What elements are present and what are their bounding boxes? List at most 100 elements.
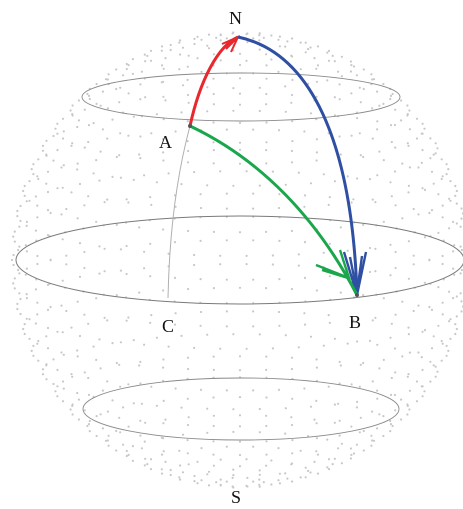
surface-dot xyxy=(445,354,448,357)
surface-dot xyxy=(186,423,190,427)
surface-dot xyxy=(277,70,280,73)
surface-dot xyxy=(378,413,381,416)
surface-dot xyxy=(252,325,255,328)
surface-dot xyxy=(407,326,410,329)
surface-dot xyxy=(173,276,177,279)
surface-dot xyxy=(394,266,397,270)
surface-dot xyxy=(196,35,199,38)
surface-dot xyxy=(333,421,336,424)
surface-dot xyxy=(95,220,98,223)
surface-dot xyxy=(162,151,165,154)
surface-dot xyxy=(440,359,443,362)
surface-dot xyxy=(46,209,50,212)
surface-dot xyxy=(376,128,379,131)
surface-dot xyxy=(315,80,318,83)
surface-dot xyxy=(407,240,410,243)
surface-dot xyxy=(106,107,109,110)
surface-dot xyxy=(88,97,91,101)
surface-dot xyxy=(258,34,261,37)
surface-dot xyxy=(394,146,397,149)
surface-dot xyxy=(401,355,404,358)
surface-dot xyxy=(291,78,294,81)
surface-dot xyxy=(290,423,294,427)
surface-dot xyxy=(187,367,190,371)
surface-dot xyxy=(200,479,203,482)
surface-dot xyxy=(186,120,189,123)
surface-dot xyxy=(238,141,242,144)
surface-dot xyxy=(304,466,307,469)
surface-dot xyxy=(421,122,424,125)
surface-dot xyxy=(299,476,302,479)
surface-dot xyxy=(322,251,325,254)
surface-dot xyxy=(167,252,170,255)
surface-dot xyxy=(265,162,268,165)
surface-dot xyxy=(441,175,444,178)
surface-dot xyxy=(77,119,80,122)
surface-dot xyxy=(212,149,215,152)
surface-dot xyxy=(106,410,109,413)
surface-dot xyxy=(359,154,362,157)
surface-dot xyxy=(98,338,101,341)
surface-dot xyxy=(390,140,393,144)
surface-dot xyxy=(278,35,281,38)
surface-dot xyxy=(146,54,149,58)
surface-dot xyxy=(265,64,268,67)
surface-dot xyxy=(115,429,118,433)
surface-dot xyxy=(25,200,28,203)
surface-dot xyxy=(187,287,190,291)
surface-dot xyxy=(297,171,300,174)
surface-dot xyxy=(389,336,392,339)
surface-dot xyxy=(174,312,177,315)
surface-dot xyxy=(262,36,265,39)
surface-dot xyxy=(139,135,142,138)
surface-dot xyxy=(303,276,307,279)
surface-dot xyxy=(376,389,379,392)
surface-dot xyxy=(389,274,392,277)
surface-dot xyxy=(107,434,110,437)
surface-dot xyxy=(430,347,434,350)
surface-dot xyxy=(238,369,242,372)
surface-dot xyxy=(460,268,463,272)
surface-dot xyxy=(16,209,19,213)
surface-dot xyxy=(428,211,431,215)
surface-dot xyxy=(41,149,45,152)
surface-dot xyxy=(290,463,293,466)
surface-dot xyxy=(76,125,79,129)
surface-dot xyxy=(92,122,95,125)
surface-dot xyxy=(69,109,72,112)
surface-dot xyxy=(326,466,329,469)
surface-dot xyxy=(23,332,26,336)
surface-dot xyxy=(297,346,300,349)
surface-dot xyxy=(131,58,134,61)
surface-dot xyxy=(299,68,302,71)
surface-dot xyxy=(417,304,420,307)
surface-dot xyxy=(349,457,352,460)
surface-dot xyxy=(56,330,59,333)
surface-dot xyxy=(393,393,397,397)
surface-dot xyxy=(454,184,457,188)
surface-dot xyxy=(106,319,109,322)
surface-dot xyxy=(382,82,385,86)
surface-dot xyxy=(10,258,14,262)
surface-dot xyxy=(454,323,457,326)
surface-dot xyxy=(307,48,310,51)
surface-dot xyxy=(83,250,86,254)
surface-dot xyxy=(41,144,45,147)
surface-dot xyxy=(271,254,274,257)
surface-dot xyxy=(56,385,59,388)
surface-dot xyxy=(290,287,293,291)
surface-dot xyxy=(200,70,203,73)
surface-dot xyxy=(333,180,336,183)
surface-dot xyxy=(238,121,242,124)
surface-dot xyxy=(127,453,130,456)
surface-dot xyxy=(258,485,261,488)
surface-dot xyxy=(162,422,165,425)
surface-dot xyxy=(436,370,439,373)
surface-dot xyxy=(429,137,432,140)
surface-dot xyxy=(119,248,122,251)
surface-dot xyxy=(193,42,196,46)
surface-dot xyxy=(400,99,403,102)
surface-dot xyxy=(362,68,365,71)
surface-dot xyxy=(326,51,329,54)
